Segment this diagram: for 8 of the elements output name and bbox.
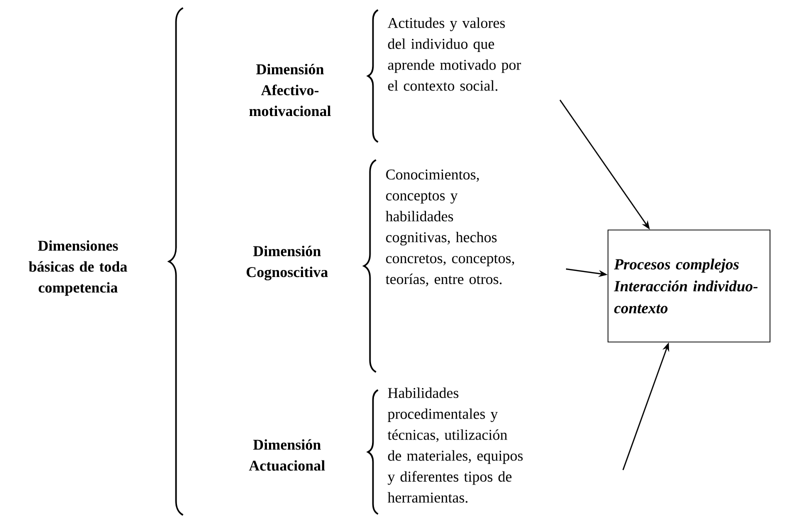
process-box: Procesos complejos Interacción individuo-contexto [608,230,770,342]
dimension-label: Dimensión Cognoscitiva [246,246,328,280]
dimension-label: Dimensiones básicas de toda competencia [28,240,128,296]
description-text: Habilidades procedimentales y técnicas, utilización de materiales, equipos y diferentes tipos de herramientas. [388,388,523,503]
description-text: Conocimientos, conceptos y habilidades cognitivas, hechos concretos, conceptos, teorías, entre otros. [386,170,514,286]
dimension-label: Dimensión Actuacional [248,439,325,471]
dimension-label: Dimensión Afectivo-motivacional [249,64,331,116]
description-text: Actitudes y valores del individuo que aprende motivado por el contexto social. [388,18,522,91]
